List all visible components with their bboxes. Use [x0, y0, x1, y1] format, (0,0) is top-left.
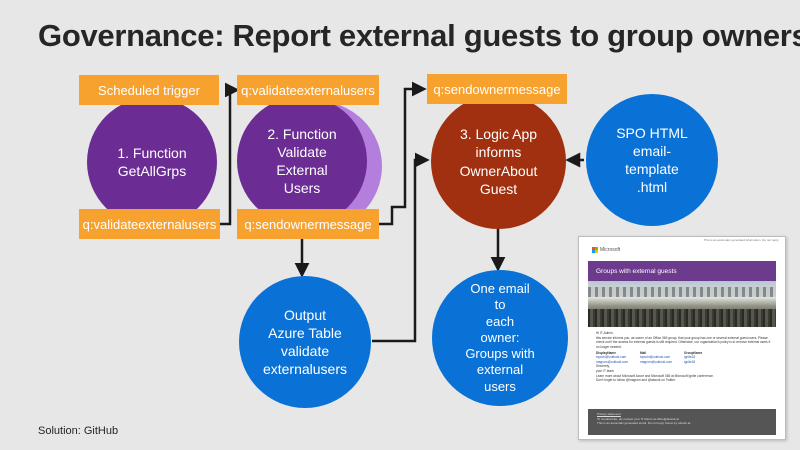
arrow-table-to-logicapp [372, 152, 430, 343]
email-intro: this service informs you, as owner of an… [596, 335, 771, 349]
email-table-header: DisplayName Mail GroupName [596, 350, 703, 355]
tag-scheduled-trigger: Scheduled trigger [79, 75, 219, 105]
microsoft-logo: Microsoft [592, 247, 620, 253]
node-spo-template: SPO HTML email- template .html [586, 94, 718, 226]
tag-q-sendowner-in: q:sendownermessage [427, 74, 567, 104]
node-one-email-label: One email to each owner: Groups with ext… [465, 281, 535, 394]
node-get-all-groups-label: 1. Function GetAllGrps [117, 144, 187, 179]
email-learn: Learn more about Microsoft Azure and Mic… [596, 373, 714, 378]
email-banner: Groups with external guests [588, 261, 776, 281]
page-title: Governance: Report external guests to gr… [38, 18, 800, 53]
node-get-all-groups: 1. Function GetAllGrps [87, 97, 217, 227]
email-follow: Don't forget to follow @magrom and @atwo… [596, 378, 676, 383]
node-validate-users: 2. Function Validate External Users [237, 96, 367, 226]
email-photo [588, 281, 776, 327]
arrow-sendowner-to-logicapp [378, 81, 427, 226]
microsoft-logo-icon [592, 247, 598, 253]
node-validate-users-label: 2. Function Validate External Users [267, 125, 337, 197]
node-logic-app: 3. Logic App informs OwnerAbout Guest [431, 94, 566, 229]
tag-q-sendowner-out: q:sendownermessage [237, 209, 379, 239]
node-one-email: One email to each owner: Groups with ext… [432, 270, 568, 406]
email-team: your IT team [596, 369, 614, 374]
tag-q-validate-in: q:validateexternalusers [237, 75, 379, 105]
node-spo-template-label: SPO HTML email- template .html [616, 124, 688, 196]
email-table-row: magrom@outlook.com magrom@outlook.com ig… [596, 359, 696, 364]
tag-q-validate-out: q:validateexternalusers [79, 209, 220, 239]
email-body: Hi IT-Admin, this service informs you, a… [596, 331, 774, 383]
email-greeting: Hi IT-Admin, [596, 331, 614, 335]
solution-link[interactable]: Solution: GitHub [38, 425, 119, 437]
email-footer: Privacy statement To unsubscribe, pls co… [588, 409, 776, 435]
microsoft-logo-text: Microsoft [600, 247, 621, 253]
node-azure-table: Output Azure Table validate externaluser… [239, 276, 371, 408]
arrow-validate-to-function2 [220, 82, 240, 226]
email-preview: This is an automatic generated informati… [578, 236, 786, 440]
email-table-row: toporhi@outlook.com toporhi@outlook.com … [596, 355, 696, 360]
node-logic-app-label: 3. Logic App informs OwnerAbout Guest [459, 126, 538, 197]
email-top-note: This is an automatic generated informati… [703, 238, 779, 242]
node-azure-table-label: Output Azure Table validate externaluser… [262, 306, 348, 378]
email-sign: Sincerely, [596, 364, 610, 369]
